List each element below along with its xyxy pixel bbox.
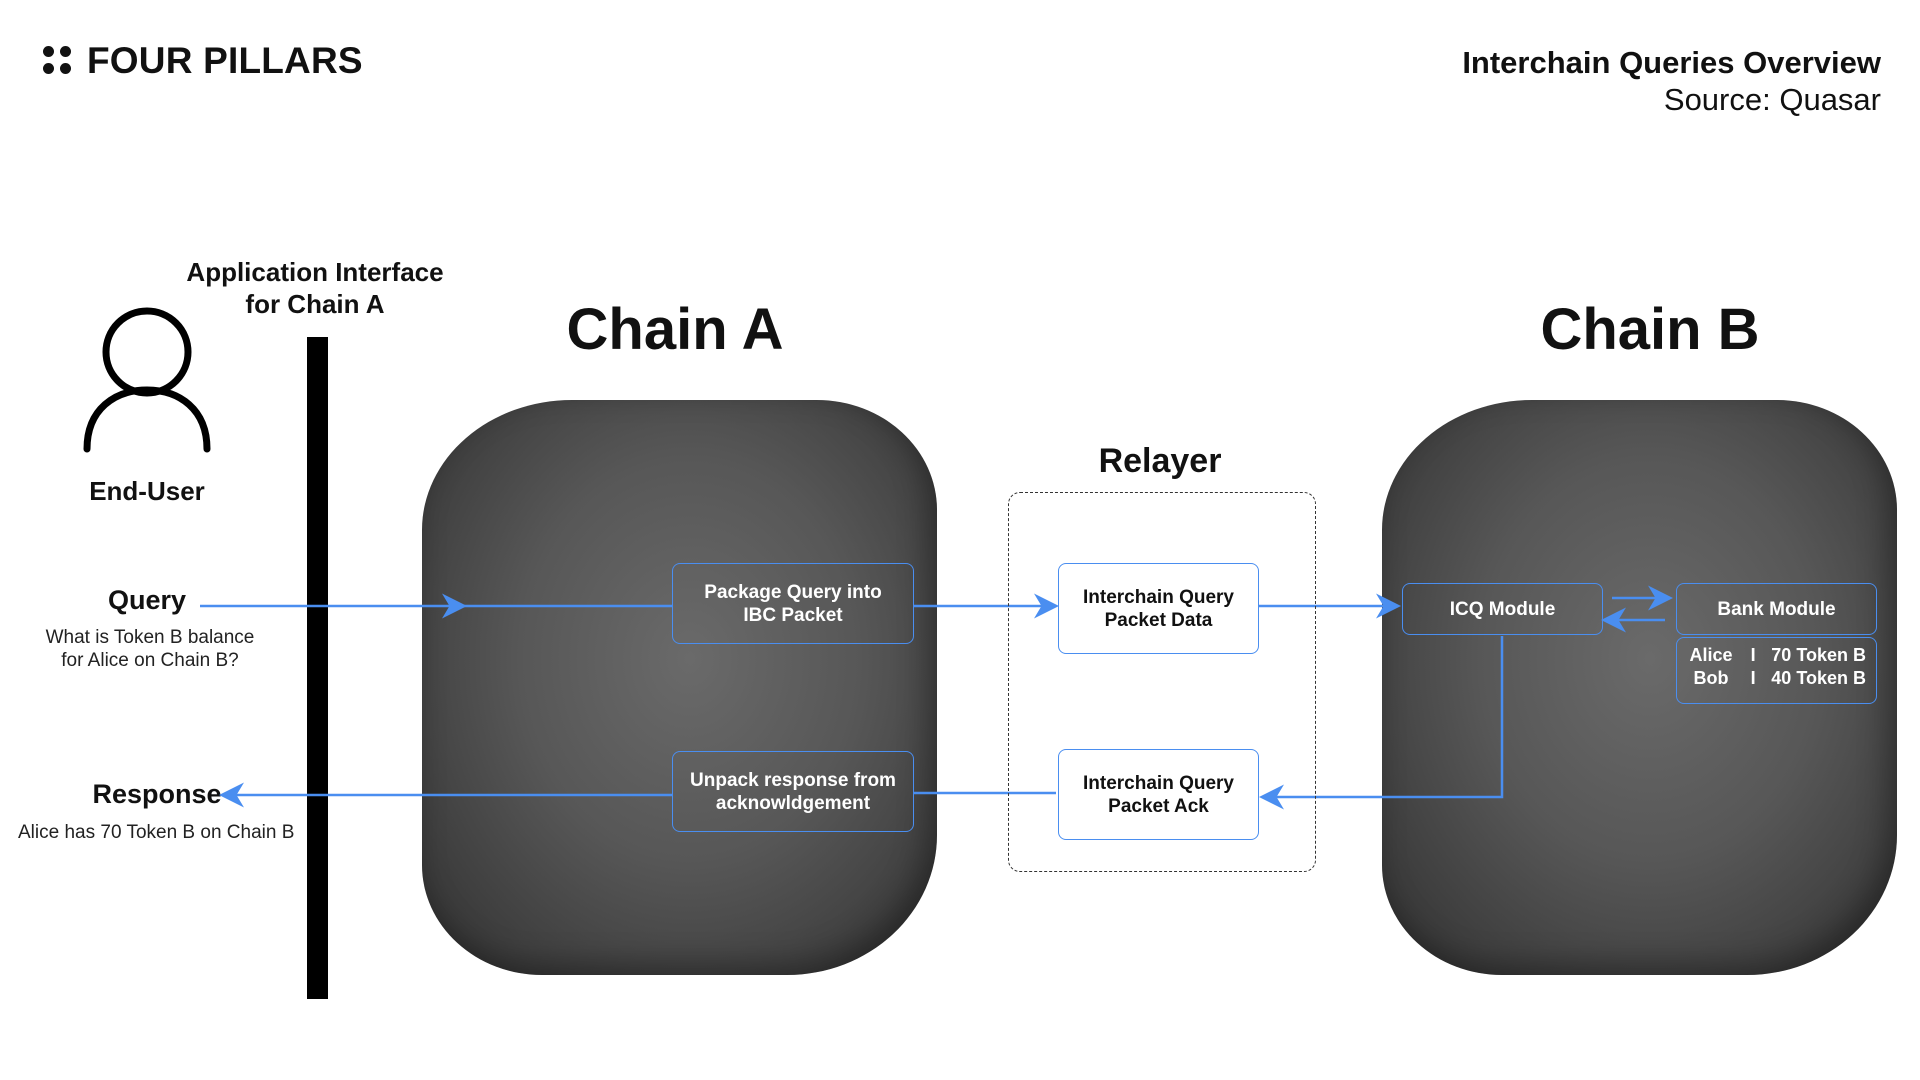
app-interface-bar bbox=[307, 337, 328, 999]
query-text-line2: for Alice on Chain B? bbox=[61, 650, 239, 671]
user-icon bbox=[83, 307, 211, 453]
query-text-line1: What is Token B balance bbox=[45, 627, 255, 648]
bank-module-box: Bank Module bbox=[1676, 583, 1877, 635]
unpack-response-line1: Unpack response from bbox=[690, 769, 896, 791]
ledger-amount: 40 Token B bbox=[1771, 668, 1866, 688]
relayer-title: Relayer bbox=[1098, 442, 1222, 480]
ledger-sep: I bbox=[1750, 668, 1756, 688]
packet-data-line2: Packet Data bbox=[1104, 609, 1213, 631]
ledger-row: Bob I 40 Token B bbox=[1687, 667, 1867, 690]
query-text: What is Token B balance for Alice on Cha… bbox=[20, 626, 280, 672]
brand-name: FOUR PILLARS bbox=[87, 40, 363, 81]
brand-logo: FOUR PILLARS bbox=[43, 40, 363, 82]
ledger-name: Alice bbox=[1689, 645, 1733, 665]
unpack-response-box: Unpack response from acknowldgement bbox=[672, 751, 914, 832]
header: Interchain Queries Overview Source: Quas… bbox=[1462, 44, 1881, 118]
chain-a-shape bbox=[422, 400, 937, 975]
packet-data-line1: Interchain Query bbox=[1083, 586, 1234, 608]
chain-a-title: Chain A bbox=[566, 297, 784, 362]
unpack-response-line2: acknowldgement bbox=[715, 792, 871, 814]
app-interface-line1: Application Interface bbox=[186, 257, 444, 287]
response-label: Response bbox=[92, 779, 222, 809]
app-interface-label: Application Interface for Chain A bbox=[165, 256, 465, 320]
end-user-label: End-User bbox=[89, 476, 205, 506]
response-text: Alice has 70 Token B on Chain B bbox=[18, 822, 295, 843]
source-label: Source: Quasar bbox=[1663, 82, 1881, 117]
packet-ack-box: Interchain Query Packet Ack bbox=[1058, 749, 1259, 840]
icq-module-box: ICQ Module bbox=[1402, 583, 1603, 635]
page-title: Interchain Queries Overview bbox=[1462, 45, 1881, 80]
package-query-line1: Package Query into bbox=[704, 581, 882, 603]
ledger-sep: I bbox=[1750, 645, 1756, 665]
bank-ledger-box: Alice I 70 Token B Bob I 40 Token B bbox=[1676, 637, 1877, 704]
package-query-box: Package Query into IBC Packet bbox=[672, 563, 914, 644]
ledger-name: Bob bbox=[1693, 668, 1729, 688]
app-interface-line2: for Chain A bbox=[245, 289, 385, 319]
package-query-line2: IBC Packet bbox=[743, 604, 843, 626]
packet-ack-line2: Packet Ack bbox=[1108, 795, 1209, 817]
ledger-row: Alice I 70 Token B bbox=[1687, 644, 1866, 667]
chain-b-title: Chain B bbox=[1540, 297, 1760, 362]
chain-b-shape bbox=[1382, 400, 1897, 975]
packet-ack-line1: Interchain Query bbox=[1083, 772, 1234, 794]
four-dots-icon bbox=[43, 46, 73, 76]
ledger-amount: 70 Token B bbox=[1771, 645, 1866, 665]
packet-data-box: Interchain Query Packet Data bbox=[1058, 563, 1259, 654]
query-label: Query bbox=[107, 585, 187, 615]
icq-to-ack-arrow bbox=[1259, 636, 1504, 810]
relayer-frame bbox=[1008, 492, 1316, 872]
